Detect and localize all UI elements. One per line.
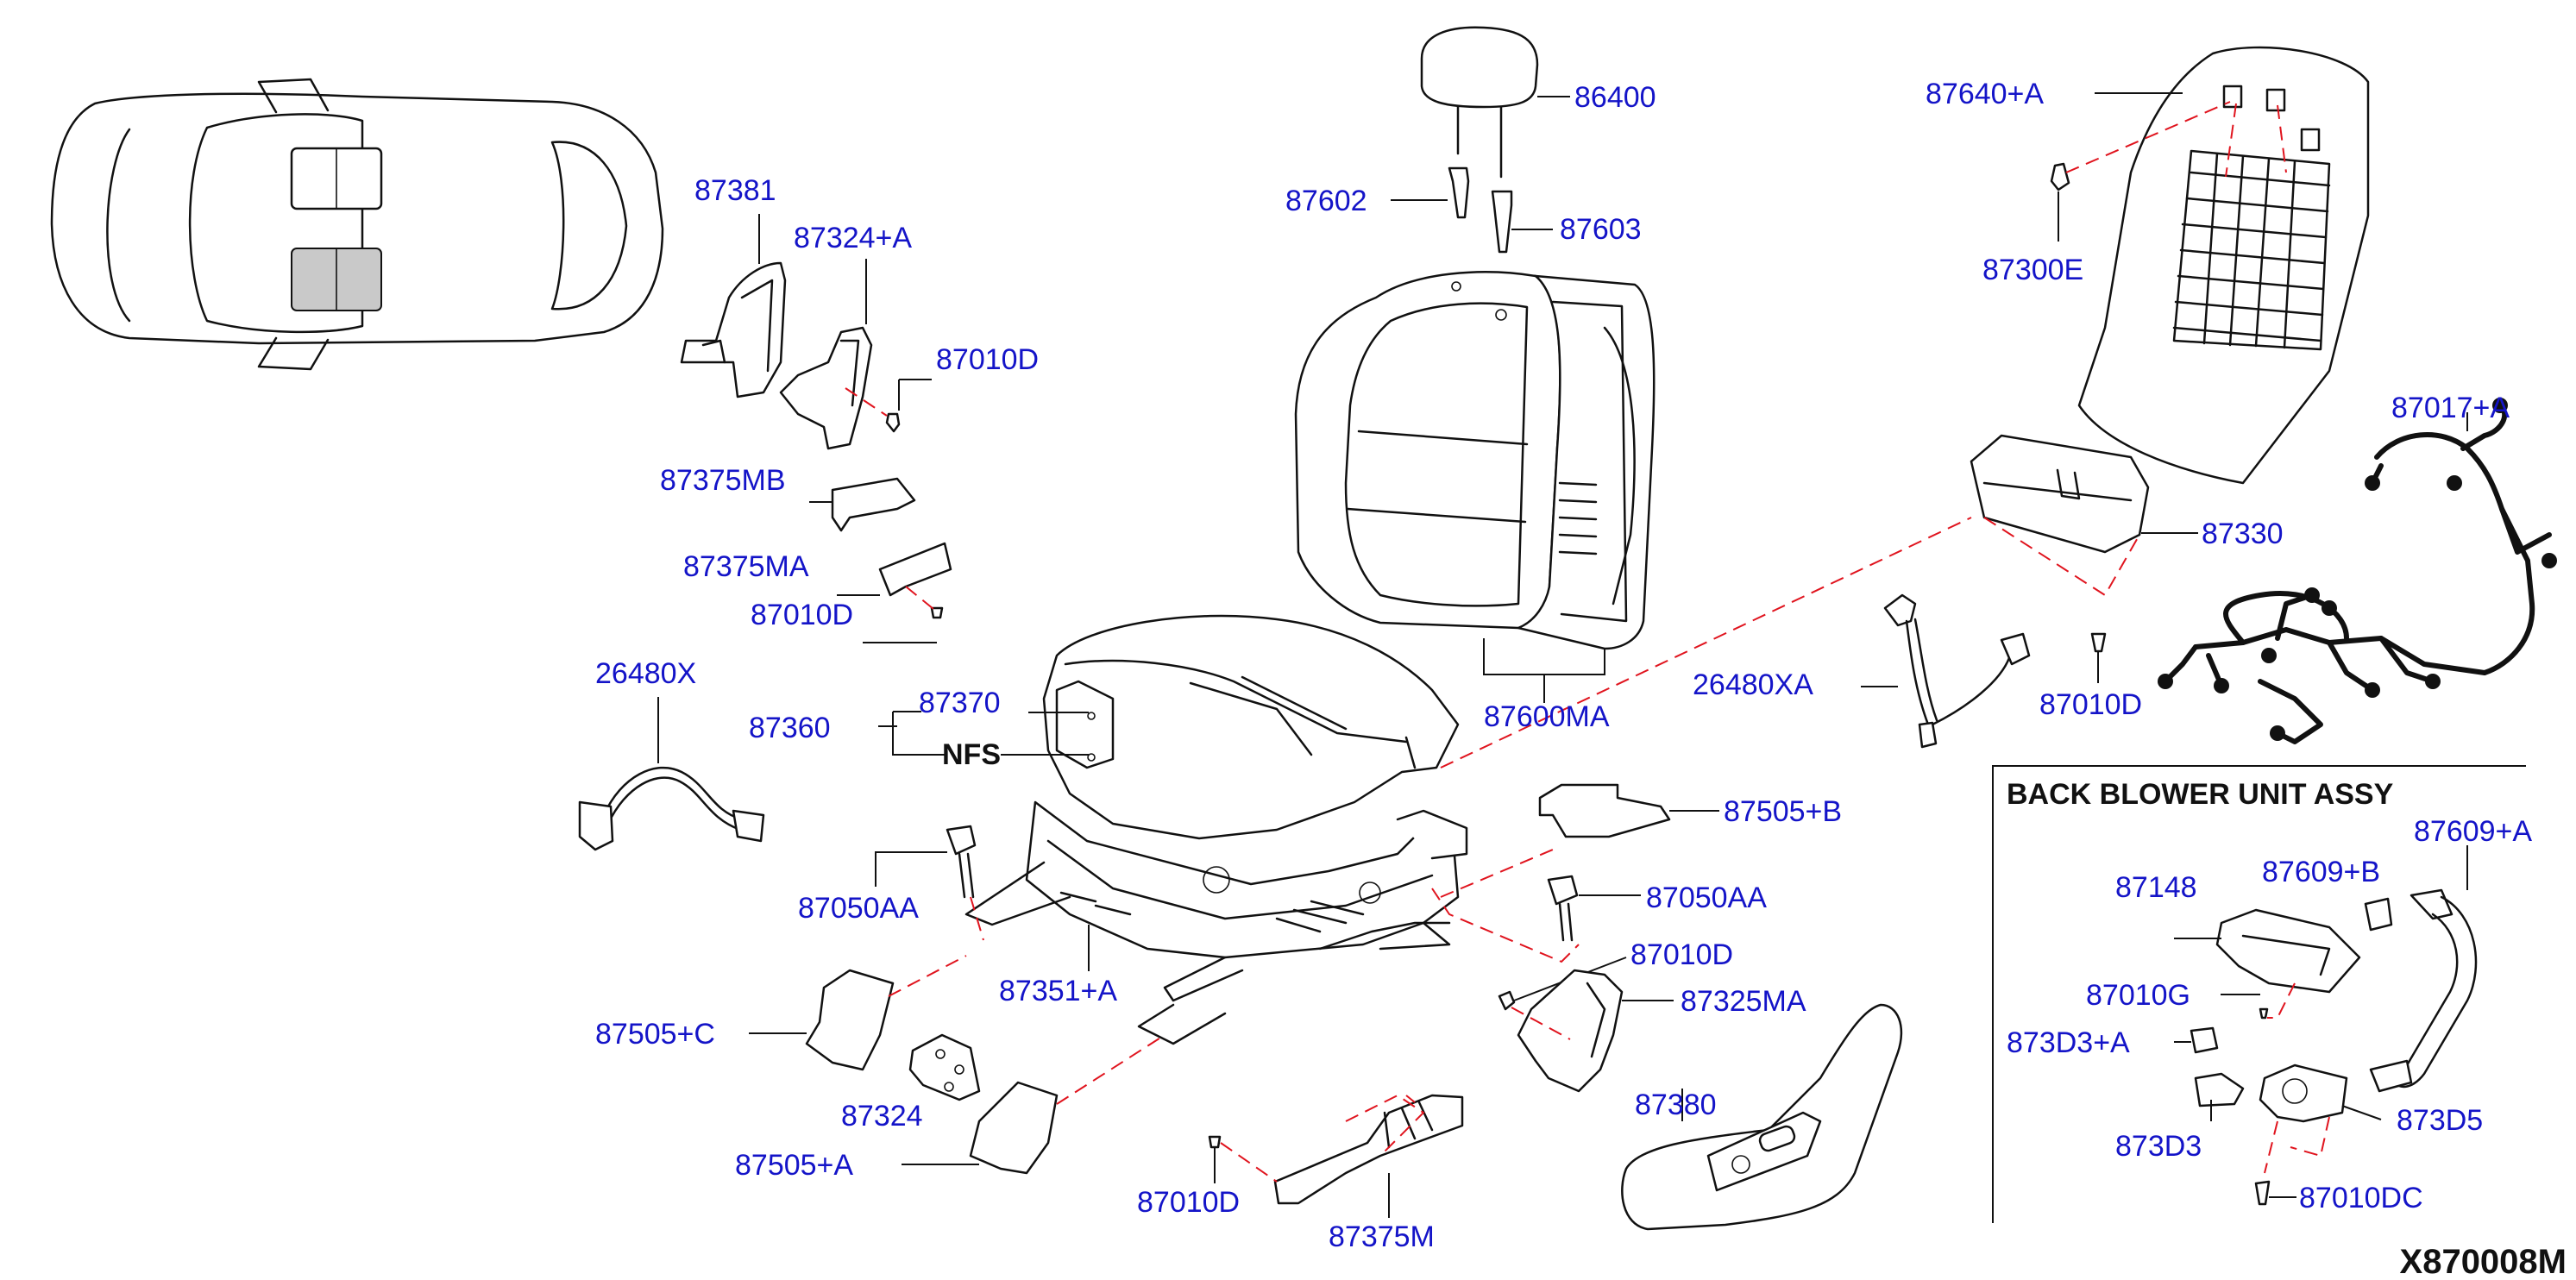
- callout-87010d-left: 87010D: [751, 599, 853, 631]
- callout-87640a: 87640+A: [1926, 78, 2044, 110]
- cable-26480xa-illustration: [1861, 593, 2031, 749]
- callout-86400: 86400: [1574, 81, 1656, 114]
- rail-cover-b-illustration: [1431, 783, 1719, 963]
- front-covers-illustration: [749, 955, 1165, 1175]
- callout-87324a: 87324+A: [794, 222, 912, 254]
- callout-87351a: 87351+A: [999, 975, 1117, 1007]
- callout-87505c: 87505+C: [595, 1018, 715, 1051]
- callout-87010d-bottom: 87010D: [1137, 1186, 1240, 1219]
- callout-87017a: 87017+A: [2391, 392, 2510, 424]
- callout-87505a: 87505+A: [735, 1149, 853, 1182]
- seat-cushion-illustration: [878, 614, 1460, 840]
- callout-87381: 87381: [694, 174, 776, 207]
- callout-87609b: 87609+B: [2262, 856, 2380, 888]
- callout-87602: 87602: [1285, 185, 1367, 217]
- callout-873d3: 873D3: [2115, 1130, 2202, 1163]
- callout-87603: 87603: [1560, 213, 1642, 246]
- callout-87375ma: 87375MA: [683, 550, 809, 583]
- callout-87609a: 87609+A: [2414, 815, 2532, 848]
- headrest-illustration: [1391, 26, 1570, 254]
- callout-87010dc: 87010DC: [2299, 1182, 2423, 1214]
- inset-back-blower-unit: [1992, 765, 2526, 1223]
- callout-873d3a: 873D3+A: [2007, 1026, 2130, 1059]
- seat-back-board-illustration: [2050, 46, 2370, 485]
- callout-87324: 87324: [841, 1100, 923, 1133]
- rail-cover-inner-illustration: [1208, 1094, 1464, 1218]
- callout-87380: 87380: [1635, 1089, 1717, 1121]
- seat-back-lower-panel-illustration: [1970, 434, 2198, 683]
- callout-87505b: 87505+B: [1724, 795, 1842, 828]
- callout-87360: 87360: [749, 712, 831, 744]
- callout-87370: 87370: [919, 687, 1001, 719]
- callout-87050aa-left: 87050AA: [798, 892, 919, 925]
- callout-87010g: 87010G: [2086, 979, 2190, 1012]
- callout-26480x: 26480X: [595, 657, 696, 690]
- seat-side-cover-parts-illustration: [680, 214, 952, 643]
- callout-87375m: 87375M: [1329, 1220, 1435, 1253]
- car-top-view-illustration: [50, 78, 664, 371]
- wire-harness-illustration: [2158, 398, 2557, 744]
- callout-87050aa-right: 87050AA: [1646, 882, 1767, 914]
- inset-title: BACK BLOWER UNIT ASSY: [2007, 778, 2394, 811]
- callout-87148: 87148: [2115, 871, 2197, 904]
- side-trim-illustration: [1621, 1003, 1903, 1231]
- callout-87600ma: 87600MA: [1484, 700, 1610, 733]
- cable-26480x-illustration: [578, 697, 765, 851]
- callout-nfs: NFS: [942, 738, 1001, 771]
- diagram-code: X870008M: [2400, 1243, 2567, 1280]
- callout-87010d-right: 87010D: [2039, 688, 2142, 721]
- recliner-cover-illustration: [1498, 957, 1674, 1093]
- bolts-illustration: [875, 825, 1641, 942]
- callout-87375mb: 87375MB: [660, 464, 786, 497]
- callout-87330: 87330: [2202, 518, 2284, 550]
- callout-87010d-top: 87010D: [936, 343, 1039, 376]
- assembly-line: [1440, 517, 1972, 769]
- callout-26480xa: 26480XA: [1693, 668, 1813, 701]
- callout-87325ma: 87325MA: [1681, 985, 1806, 1018]
- callout-873d5: 873D5: [2397, 1104, 2483, 1137]
- callout-87300e: 87300E: [1982, 254, 2083, 286]
- seat-back-illustration: [1294, 271, 1656, 703]
- seat-frame-illustration: [964, 800, 1468, 1045]
- callout-87010d-mid: 87010D: [1630, 938, 1733, 971]
